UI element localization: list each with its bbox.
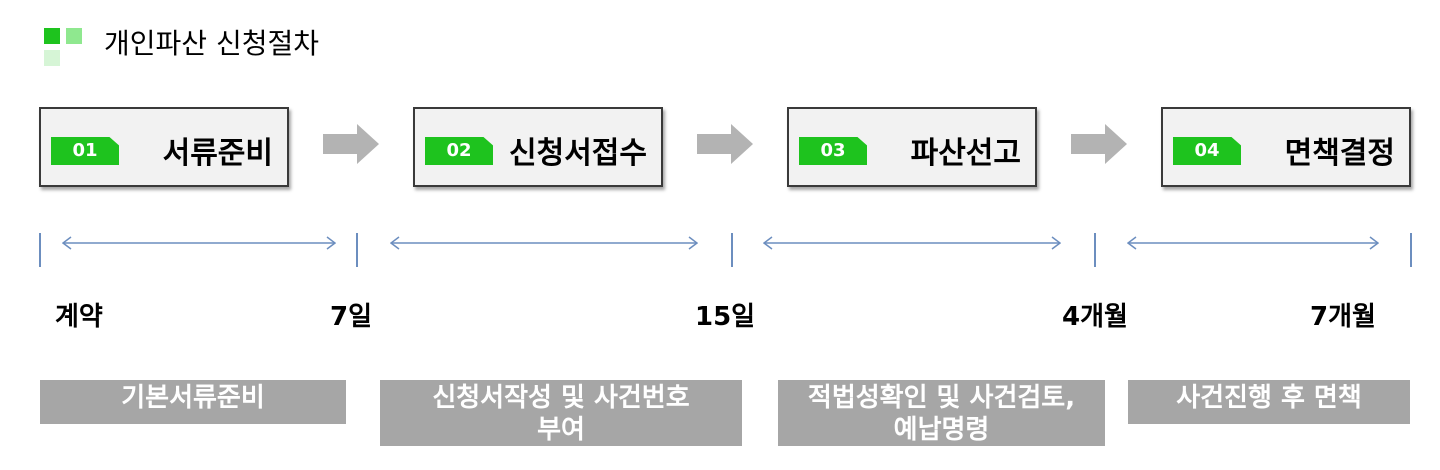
step-number-badge: 01	[51, 137, 119, 165]
milestone-label: 7일	[330, 302, 373, 332]
step-number-badge: 04	[1173, 137, 1241, 165]
step-number-badge: 03	[799, 137, 867, 165]
step-label: 신청서접수	[509, 136, 647, 171]
step-box-4: 04 면책결정	[1161, 107, 1411, 187]
milestone-label: 계약	[55, 302, 103, 332]
double-arrow-icon	[763, 236, 1061, 250]
step-box-3: 03 파산선고	[787, 107, 1037, 187]
description-box-4: 사건진행 후 면책	[1128, 380, 1410, 424]
timeline-tick	[1410, 233, 1412, 267]
milestone-label: 4개월	[1062, 302, 1128, 332]
double-arrow-icon	[62, 236, 336, 250]
double-arrow-icon	[390, 236, 698, 250]
step-label: 파산선고	[910, 136, 1021, 171]
description-line: 예납명령	[893, 415, 990, 445]
timeline-tick	[356, 233, 358, 267]
page-title: 개인파산 신청절차	[104, 27, 319, 60]
step-label: 서류준비	[162, 136, 273, 171]
timeline-tick	[39, 233, 41, 267]
timeline-tick	[1094, 233, 1096, 267]
step-number-badge: 02	[425, 137, 493, 165]
milestone-label: 7개월	[1310, 302, 1376, 332]
description-line: 기본서류준비	[121, 383, 265, 413]
description-box-1: 기본서류준비	[40, 380, 346, 424]
step-box-1: 01 서류준비	[39, 107, 289, 187]
right-arrow-icon	[1071, 124, 1127, 164]
milestone-label: 15일	[695, 302, 756, 332]
description-line: 부여	[537, 415, 585, 445]
description-line: 신청서작성 및 사건번호	[432, 383, 690, 413]
description-box-3: 적법성확인 및 사건검토, 예납명령	[778, 380, 1105, 446]
description-line: 적법성확인 및 사건검토,	[807, 383, 1076, 413]
description-box-2: 신청서작성 및 사건번호 부여	[380, 380, 742, 446]
right-arrow-icon	[323, 124, 379, 164]
timeline-tick	[731, 233, 733, 267]
right-arrow-icon	[697, 124, 753, 164]
double-arrow-icon	[1127, 236, 1379, 250]
step-box-2: 02 신청서접수	[413, 107, 663, 187]
description-line: 사건진행 후 면책	[1176, 383, 1362, 413]
step-label: 면책결정	[1284, 136, 1395, 171]
